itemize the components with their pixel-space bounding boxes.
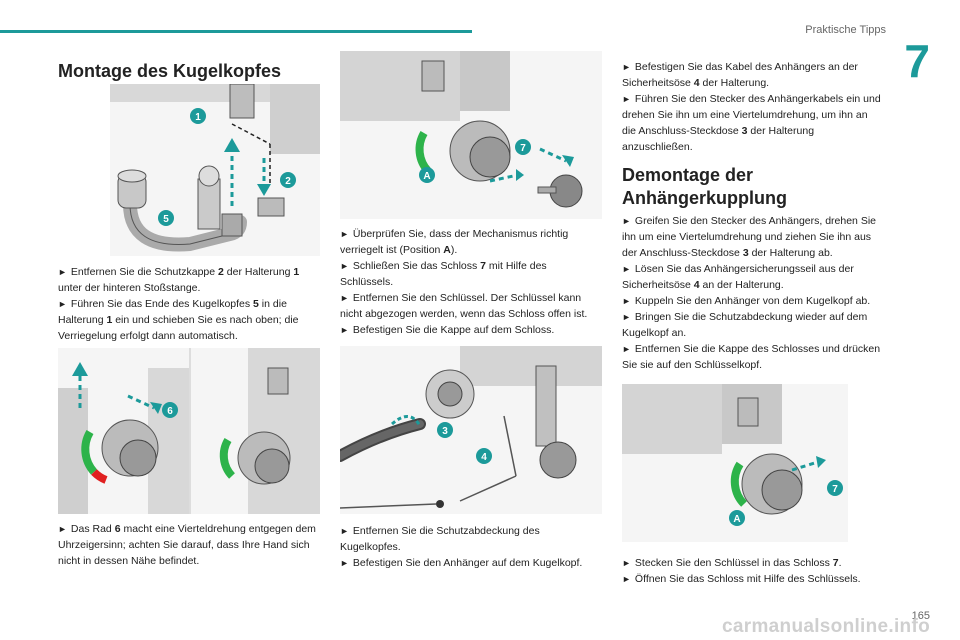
page-number: 165	[911, 610, 930, 622]
callout-a-icon: A	[419, 167, 435, 183]
chapter-number: 7	[904, 35, 930, 87]
figure-lock-position: 7 A	[340, 51, 602, 219]
instruction-refit-cover: ►Bringen Sie die Schutzabdeckung wieder …	[622, 310, 868, 339]
instruction-remove-plug: ►Greifen Sie den Stecker des Anhängers, …	[622, 215, 876, 259]
instruction-block-3: ►Überprüfen Sie, dass der Mechanismus ri…	[340, 227, 602, 339]
heading-montage: Montage des Kugelkopfes	[58, 61, 282, 81]
figure-ball-head-mounting: 1 2 5	[110, 84, 320, 256]
arrow-bullet-icon: ►	[340, 292, 349, 303]
instruction-attach-cap: ►Befestigen Sie die Kappe auf dem Schlos…	[340, 323, 555, 336]
arrow-bullet-icon: ►	[340, 229, 349, 239]
instruction-remove-cover: ►Entfernen Sie die Schutzabdeckung des K…	[340, 525, 540, 553]
svg-text:3: 3	[442, 426, 448, 437]
instruction-block-5: ►Befestigen Sie das Kabel des Anhängers …	[622, 60, 884, 156]
svg-text:A: A	[423, 171, 430, 182]
callout-a-icon: A	[729, 510, 745, 526]
figure-socket-eyelet: 3 4	[340, 346, 602, 514]
arrow-bullet-icon: ►	[340, 260, 349, 271]
callout-1-icon: 1	[190, 108, 206, 124]
instruction-uncouple: ►Kuppeln Sie den Anhänger von dem Kugelk…	[622, 294, 871, 307]
arrow-bullet-icon: ►	[622, 311, 631, 322]
instruction-block-6: ►Greifen Sie den Stecker des Anhängers, …	[622, 214, 884, 374]
callout-4-icon: 4	[476, 448, 492, 464]
arrow-bullet-icon: ►	[340, 324, 349, 335]
arrow-bullet-icon: ►	[622, 216, 631, 226]
callout-7-icon: 7	[827, 480, 843, 496]
instruction-remove-key: ►Entfernen Sie den Schlüssel. Der Schlüs…	[340, 291, 588, 320]
arrow-bullet-icon: ►	[58, 524, 67, 534]
arrow-bullet-icon: ►	[622, 93, 631, 104]
arrow-bullet-icon: ►	[622, 263, 631, 274]
instruction-wheel-turn: ►Das Rad 6 macht eine Vierteldrehung ent…	[58, 523, 316, 567]
instruction-check-lock: ►Überprüfen Sie, dass der Mechanismus ri…	[340, 228, 569, 256]
illustration-socket-eyelet: 3 4	[340, 346, 602, 514]
instruction-close-lock: ►Schließen Sie das Schloss 7 mit Hilfe d…	[340, 259, 547, 288]
svg-text:7: 7	[520, 143, 526, 154]
callout-7-icon: 7	[515, 139, 531, 155]
instruction-block-1: ►Entfernen Sie die Schutzkappe 2 der Hal…	[58, 265, 320, 345]
section-title: Praktische Tipps	[805, 24, 886, 36]
svg-text:A: A	[733, 514, 740, 525]
svg-text:1: 1	[195, 112, 201, 123]
instruction-attach-cable: ►Befestigen Sie das Kabel des Anhängers …	[622, 61, 858, 89]
arrow-bullet-icon: ►	[58, 267, 67, 277]
arrow-bullet-icon: ►	[622, 573, 631, 584]
svg-text:2: 2	[285, 176, 291, 187]
arrow-bullet-icon: ►	[622, 558, 631, 568]
header-accent-bar	[0, 30, 472, 33]
instruction-block-7: ►Stecken Sie den Schlüssel in das Schlos…	[622, 556, 884, 588]
callout-2-icon: 2	[280, 172, 296, 188]
arrow-bullet-icon: ►	[622, 62, 631, 72]
illustration-ball-head: 1 2 5	[110, 84, 320, 256]
arrow-bullet-icon: ►	[622, 295, 631, 306]
illustration-lock-position: 7 A	[340, 51, 602, 219]
instruction-insert-key: ►Stecken Sie den Schlüssel in das Schlos…	[622, 557, 842, 569]
figure-wheel-rotation: 6	[58, 348, 320, 514]
svg-text:7: 7	[832, 484, 838, 495]
callout-3-icon: 3	[437, 422, 453, 438]
svg-text:6: 6	[167, 406, 173, 417]
instruction-insert-plug: ►Führen Sie den Stecker des Anhängerkabe…	[622, 92, 881, 153]
instruction-release-cable: ►Lösen Sie das Anhängersicherungsseil au…	[622, 262, 854, 291]
arrow-bullet-icon: ►	[58, 298, 67, 309]
illustration-wheel-rotation: 6	[58, 348, 320, 514]
heading-demontage: Demontage der Anhängerkupplung	[622, 165, 787, 208]
callout-6-icon: 6	[162, 402, 178, 418]
instruction-insert-ball-head: ►Führen Sie das Ende des Kugelkopfes 5 i…	[58, 297, 299, 342]
svg-text:4: 4	[481, 452, 487, 463]
svg-text:5: 5	[163, 214, 169, 225]
arrow-bullet-icon: ►	[622, 343, 631, 354]
figure-unlock: 7 A	[622, 384, 848, 542]
instruction-block-2: ►Das Rad 6 macht eine Vierteldrehung ent…	[58, 522, 320, 570]
arrow-bullet-icon: ►	[340, 557, 349, 568]
watermark: carmanualsonline.info	[722, 616, 930, 637]
arrow-bullet-icon: ►	[340, 526, 349, 536]
instruction-block-4: ►Entfernen Sie die Schutzabdeckung des K…	[340, 524, 602, 572]
instruction-remove-lock-cap: ►Entfernen Sie die Kappe des Schlosses u…	[622, 342, 881, 371]
instruction-attach-trailer: ►Befestigen Sie den Anhänger auf dem Kug…	[340, 556, 583, 569]
callout-5-icon: 5	[158, 210, 174, 226]
instruction-remove-cap: ►Entfernen Sie die Schutzkappe 2 der Hal…	[58, 266, 300, 294]
illustration-unlock: 7 A	[622, 384, 848, 542]
instruction-open-lock: ►Öffnen Sie das Schloss mit Hilfe des Sc…	[622, 572, 861, 585]
